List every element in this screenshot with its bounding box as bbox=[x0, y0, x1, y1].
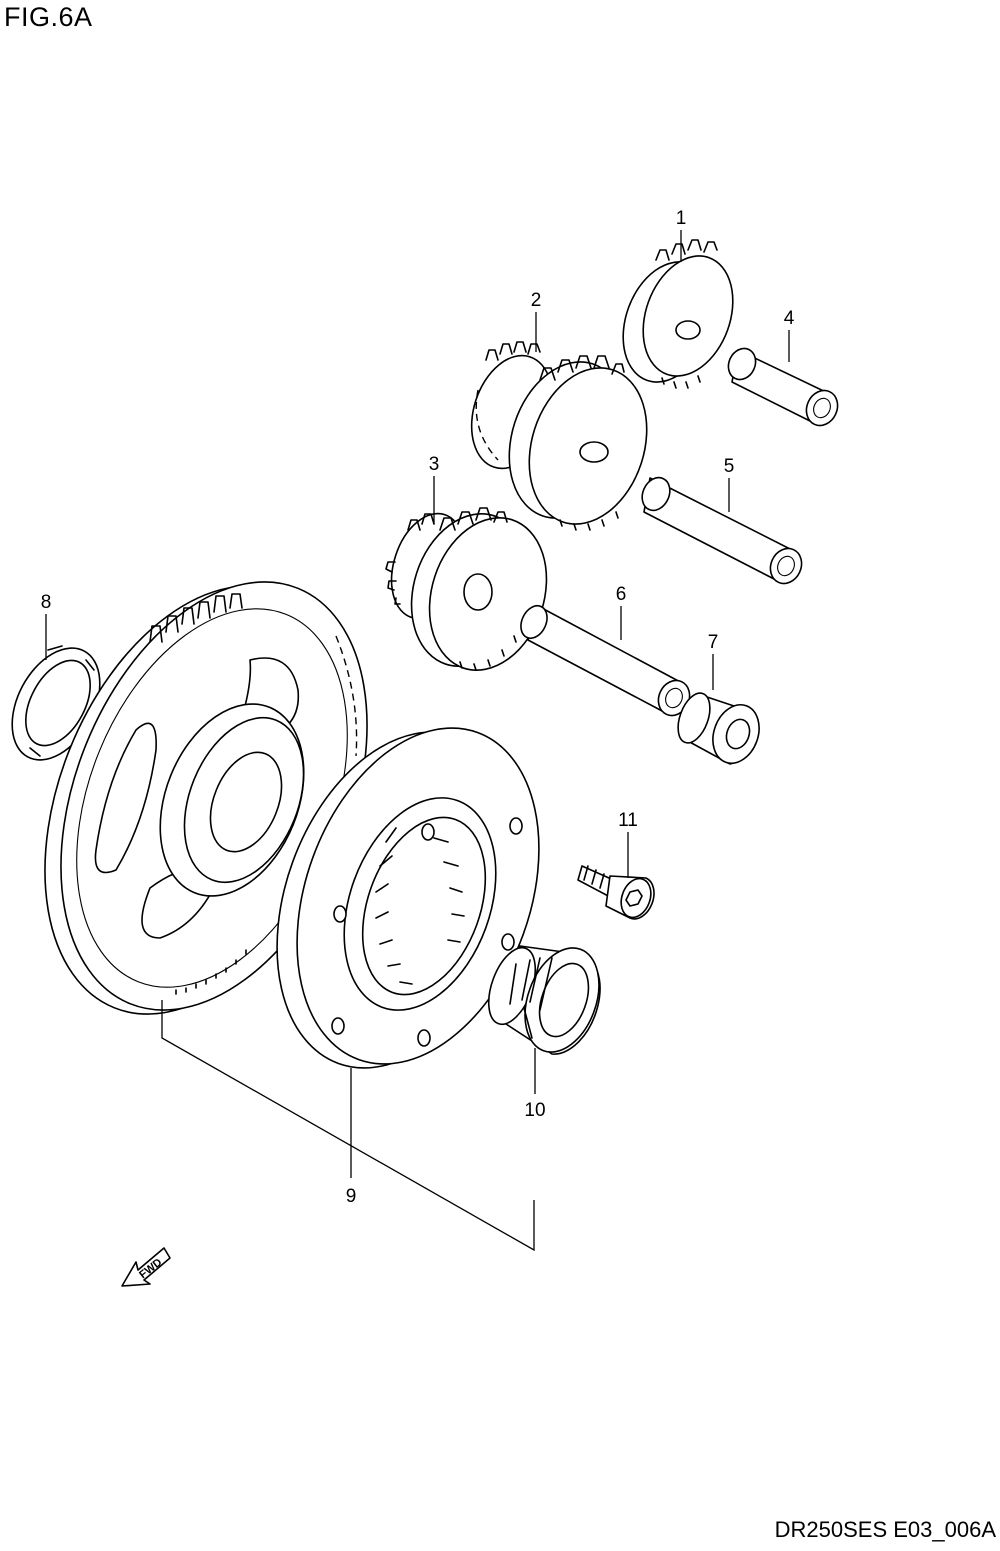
part-1-bore bbox=[675, 320, 701, 340]
part-10-needle-bearing[interactable] bbox=[480, 938, 613, 1063]
ref-7: 7 bbox=[708, 632, 719, 653]
part-3-double-gear[interactable] bbox=[379, 499, 565, 686]
ref-4: 4 bbox=[784, 308, 795, 329]
leader-lines bbox=[45, 230, 790, 1252]
part-6-shaft[interactable] bbox=[516, 602, 695, 721]
part-1-gear[interactable] bbox=[607, 239, 748, 395]
ref-10: 10 bbox=[524, 1100, 545, 1121]
bolt-hole bbox=[331, 1017, 345, 1035]
ref-3: 3 bbox=[429, 454, 440, 475]
reference-numbers: 1 2 3 4 5 6 7 8 9 10 11 bbox=[41, 208, 795, 1207]
ref-2: 2 bbox=[531, 290, 542, 311]
bolt-hole bbox=[421, 823, 435, 841]
ref-11: 11 bbox=[618, 810, 638, 831]
part-11-bolt[interactable] bbox=[577, 865, 656, 922]
bolt-hole bbox=[501, 933, 515, 951]
part-5-shaft[interactable] bbox=[637, 473, 807, 589]
part-2-double-gear[interactable] bbox=[458, 341, 666, 539]
starter-clutch-housing[interactable] bbox=[233, 694, 583, 1102]
fwd-arrow-icon: FWD bbox=[121, 1247, 171, 1287]
bolt-hole bbox=[509, 817, 523, 835]
bolt-hole bbox=[333, 905, 347, 923]
bolt-hole bbox=[417, 1029, 431, 1047]
figure-code: DR250SES E03_006A bbox=[774, 1517, 996, 1542]
part-2-bore bbox=[579, 441, 609, 463]
ref-6: 6 bbox=[616, 584, 627, 605]
ref-5: 5 bbox=[724, 456, 735, 477]
ref-1: 1 bbox=[676, 208, 687, 229]
ref-9: 9 bbox=[346, 1186, 357, 1207]
part-3-bore bbox=[463, 573, 493, 611]
part-4-shaft[interactable] bbox=[723, 344, 843, 431]
figure-title: FIG.6A bbox=[4, 2, 93, 32]
part-7-bushing[interactable] bbox=[672, 689, 767, 770]
ref-8: 8 bbox=[41, 592, 52, 613]
